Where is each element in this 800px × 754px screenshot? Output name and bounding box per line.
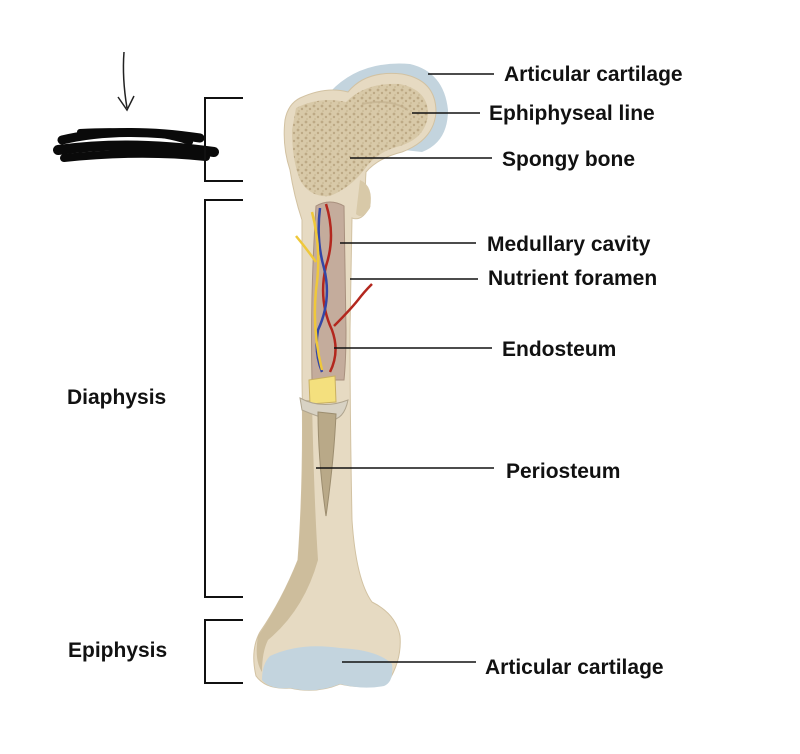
label-spongy-bone: Spongy bone [502,148,635,171]
label-diaphysis: Diaphysis [67,386,166,409]
label-endosteum: Endosteum [502,338,616,361]
label-epiphysis: Epiphysis [68,639,167,662]
label-articular-cartilage-top: Articular cartilage [504,63,683,86]
label-periosteum: Periosteum [506,460,620,483]
diaphysis-bracket [205,200,243,597]
handwritten-arrow-icon [123,52,127,108]
epiphysis-bracket [205,620,243,683]
redaction-scribble [58,131,214,158]
epiphysis-top-bracket [205,98,243,181]
label-medullary-cavity: Medullary cavity [487,233,651,256]
label-articular-cartilage-bottom: Articular cartilage [485,656,664,679]
yellow-marrow [309,376,336,404]
label-nutrient-foramen: Nutrient foramen [488,267,657,290]
label-ephiphyseal-line: Ephiphyseal line [489,102,655,125]
